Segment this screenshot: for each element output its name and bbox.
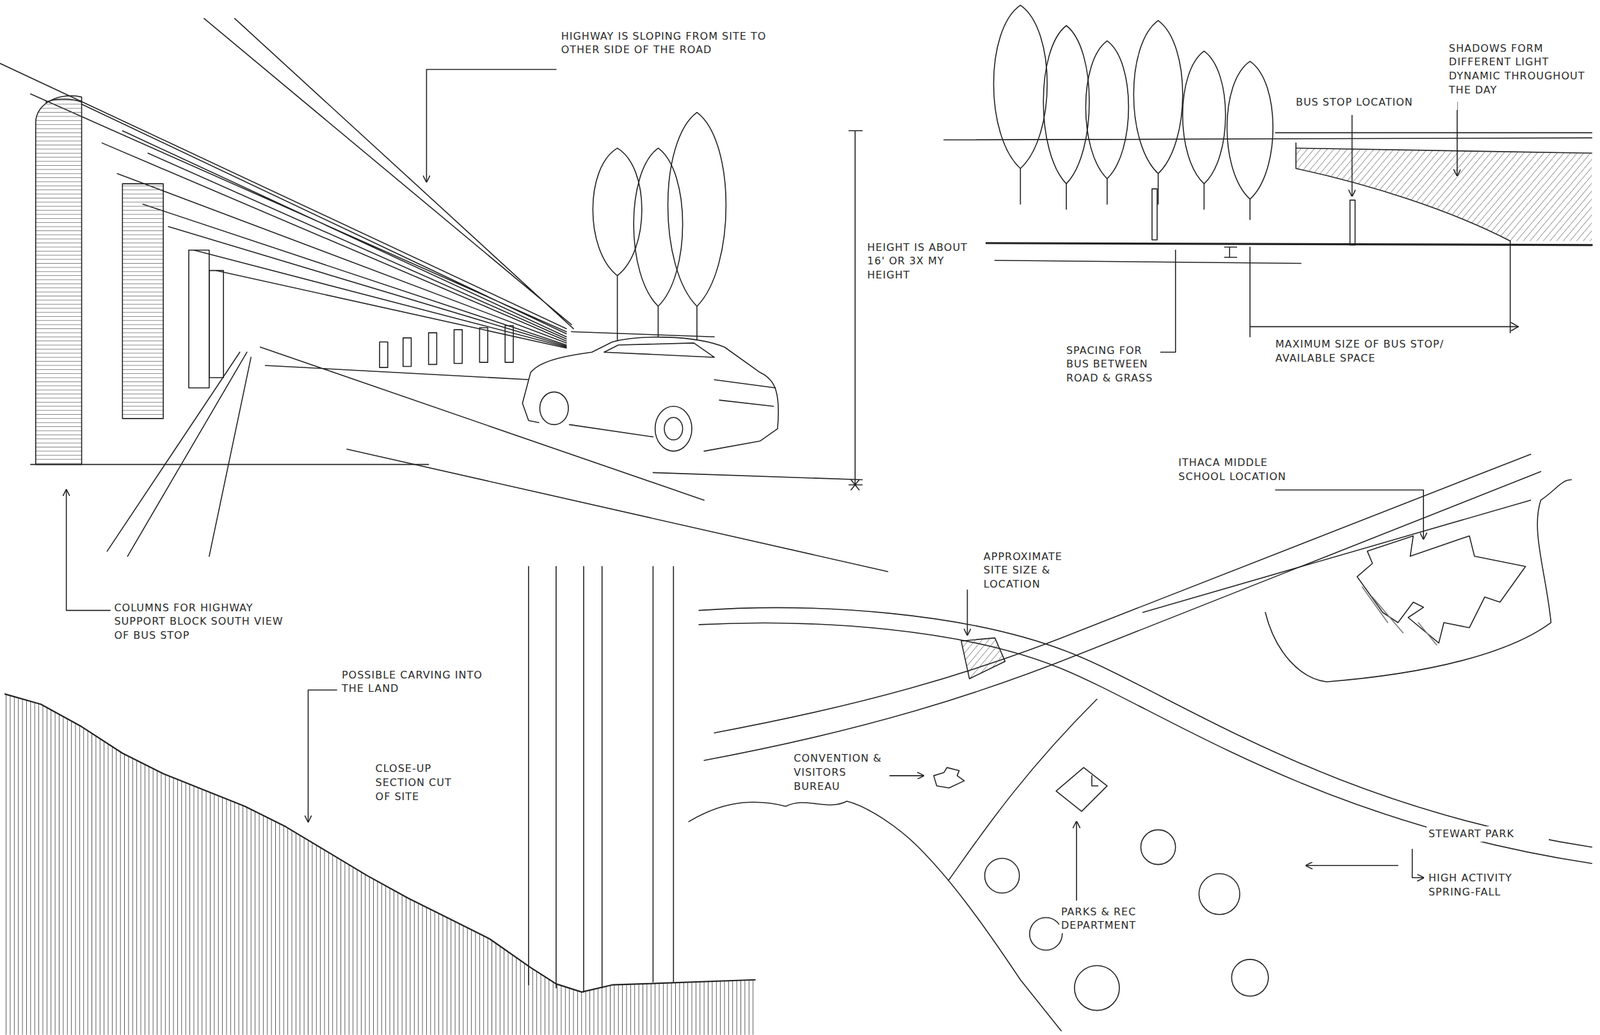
annotation-label: COLUMNS FOR HIGHWAY SUPPORT BLOCK SOUTH … [112,600,298,644]
site-elevation-part [1043,25,1090,210]
site-plan-part [1231,959,1268,996]
site-elevation-part [1296,142,1592,241]
highway-perspective-part [522,337,779,452]
site-elevation-part [1160,247,1238,352]
highway-perspective-part [664,417,683,440]
highway-perspective-part [454,329,463,364]
site-plan-part [933,767,965,788]
site-plan-part [1074,965,1120,1010]
site-plan [688,454,1592,1032]
site-elevation-part [1296,147,1592,241]
highway-perspective-part [0,63,567,339]
annotation-label: CONVENTION & VISITORS BUREAU [791,750,888,794]
site-plan-part [961,638,1006,680]
section-cut-part [5,683,761,1035]
annotation-label: HEIGHT IS ABOUT 16' OR 3X MY HEIGHT [865,240,986,283]
highway-perspective-part [379,341,388,368]
highway-perspective-part [101,18,574,349]
leader-lines-part [66,489,111,610]
highway-perspective-part [479,327,488,363]
site-plan-part [1275,489,1424,539]
leader-lines-part [426,69,556,182]
site-elevation-part [1085,40,1129,205]
leader-lines [66,69,863,822]
site-plan-part [1306,864,1398,866]
annotation-label: STEWART PARK [1426,826,1549,842]
highway-perspective-part [539,391,569,425]
highway-perspective-part [714,379,776,406]
site-elevation-part [995,260,1302,264]
highway-perspective-part [655,406,692,452]
highway-perspective-part [403,337,412,367]
highway-perspective-part [633,147,683,347]
section-cut [5,566,761,1035]
annotation-label: CLOSE-UP SECTION CUT OF SITE [373,760,470,804]
annotation-label: HIGH ACTIVITY SPRING-FALL [1426,870,1560,900]
highway-perspective-part [504,325,514,363]
site-elevation-part [1249,240,1519,337]
highway-perspective-part [188,250,210,388]
site-plan-part [967,590,969,635]
highway-perspective-part [428,332,438,365]
annotation-label: SHADOWS FORM DIFFERENT LIGHT DYNAMIC THR… [1447,40,1595,98]
site-plan-part [1412,849,1424,879]
site-elevation-part [1349,200,1355,246]
highway-perspective-part [668,112,727,343]
site-elevation-part [1152,188,1158,240]
annotation-label: HIGHWAY IS SLOPING FROM SITE TO OTHER SI… [559,28,805,58]
site-plan-part [714,454,1531,733]
section-cut-part [528,566,674,992]
annotation-label: SPACING FOR BUS BETWEEN ROAD & GRASS [1064,343,1161,386]
section-cut-part [5,693,756,992]
highway-perspective-part [209,270,224,378]
site-plan-part [1362,586,1437,646]
site-plan-part [688,801,1062,1032]
annotation-label: ITHACA MIDDLE SCHOOL LOCATION [1176,455,1302,484]
annotation-label: POSSIBLE CARVING INTO THE LAND [339,667,509,697]
site-elevation-part [944,132,1592,140]
site-plan-part [889,775,924,777]
site-elevation-part [1182,51,1226,210]
annotation-label: MAXIMUM SIZE OF BUS STOP/ AVAILABLE SPAC… [1273,336,1483,366]
site-plan-part [698,608,1592,848]
site-plan-part [1056,767,1108,812]
highway-perspective-part [46,99,82,103]
highway-perspective-part [35,96,82,465]
annotation-label: PARKS & REC DEPARTMENT [1059,904,1158,934]
site-plan-part [1198,873,1240,915]
site-elevation-part [1351,115,1353,196]
highway-perspective-part [122,183,164,419]
site-plan-part [1091,775,1099,786]
site-plan-part [698,622,1592,864]
site-plan-part [704,471,1541,761]
site-plan-part [1029,917,1063,951]
site-plan-part [1265,480,1572,683]
leader-lines-part [308,689,338,822]
site-elevation-part [944,243,1592,246]
leader-lines-part [849,130,863,490]
highway-perspective-part [106,352,251,557]
site-plan-part [1141,829,1176,864]
site-elevation-part [1226,61,1273,220]
annotation-label: BUS STOP LOCATION [1294,94,1458,111]
site-elevation-part [1456,102,1458,176]
site-plan-part [984,858,1020,893]
annotation-label: APPROXIMATE SITE SIZE & LOCATION [981,549,1079,592]
site-elevation-part [993,5,1048,205]
site-plan-part [1357,535,1526,643]
highway-perspective [0,18,888,572]
highway-perspective-part [571,331,715,337]
site-plan-part [1075,821,1078,901]
site-elevation-part [1511,322,1519,331]
highway-perspective-part [604,343,715,358]
site-elevation-part [1133,20,1183,205]
